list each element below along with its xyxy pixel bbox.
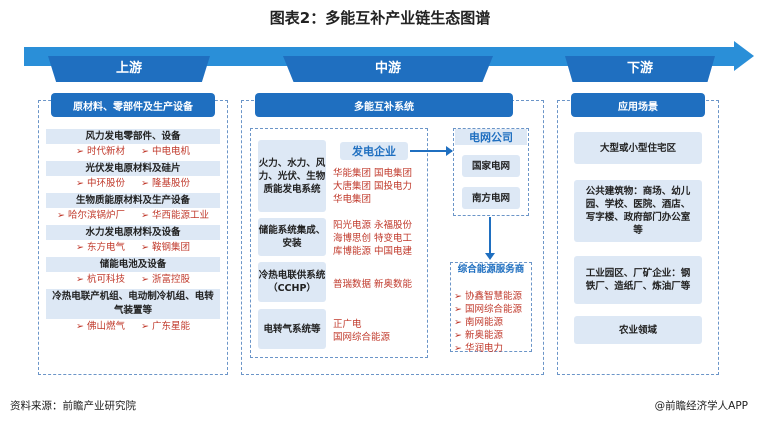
upstream-group-label: 冷热电联产机组、电动制冷机组、电转气装置等: [46, 289, 220, 319]
upstream-companies: ➢ 中环股份 ➢ 隆基股份: [46, 176, 220, 191]
company-item: ➢ 佛山燃气: [76, 321, 125, 332]
upstream-list: 风力发电零部件、设备 ➢ 时代新材 ➢ 中电电机 光伏发电原材料及硅片 ➢ 中环股…: [46, 129, 220, 334]
connector-arrow: [485, 253, 495, 260]
upstream-group-label: 水力发电原材料及设备: [46, 225, 220, 240]
system-companies: 普瑞数据 新奥数能: [333, 279, 413, 290]
stage-midstream: 中游: [283, 56, 493, 82]
upstream-group-label: 储能电池及设备: [46, 257, 220, 272]
upstream-group-label: 风力发电零部件、设备: [46, 129, 220, 144]
downstream-header: 应用场景: [571, 93, 705, 117]
connector-line: [489, 217, 491, 255]
service-item: ➢ 南网能源: [454, 317, 503, 328]
company-item: ➢ 鞍钢集团: [141, 242, 190, 253]
upstream-header: 原材料、零部件及生产设备: [51, 93, 215, 117]
system-box: 冷热电联供系统（CCHP）: [258, 262, 326, 302]
grid-company: 南方电网: [462, 187, 520, 209]
system-box: 储能系统集成、安装: [258, 218, 326, 256]
upstream-group-label: 光伏发电原材料及硅片: [46, 161, 220, 176]
company-item: ➢ 浙富控股: [141, 274, 190, 285]
service-item: ➢ 新奥能源: [454, 330, 503, 341]
company-item: ➢ 杭可科技: [76, 274, 125, 285]
service-title: 综合能源服务商: [457, 264, 525, 275]
system-box: 火力、水力、风力、光伏、生物质能发电系统: [258, 140, 326, 212]
chart-title: 图表2：多能互补产业链生态图谱: [269, 9, 491, 27]
system-companies: 正广电 国网综合能源: [333, 319, 391, 343]
stage-upstream: 上游: [48, 56, 210, 82]
upstream-companies: ➢ 佛山燃气 ➢ 广东星能: [46, 319, 220, 334]
service-group: [450, 262, 532, 352]
company-item: ➢ 中电电机: [141, 146, 190, 157]
company-item: ➢ 哈尔滨锅炉厂: [57, 210, 125, 221]
connector-line: [410, 150, 452, 152]
company-item: ➢ 华西能源工业: [141, 210, 209, 221]
system-box: 电转气系统等: [258, 309, 326, 349]
company-item: ➢ 广东星能: [141, 321, 190, 332]
upstream-companies: ➢ 时代新材 ➢ 中电电机: [46, 144, 220, 159]
power-gen-label: 发电企业: [340, 142, 408, 160]
system-companies: 华能集团 国电集团 大唐集团 国投电力 华电集团: [333, 168, 413, 205]
upstream-companies: ➢ 哈尔滨锅炉厂 ➢ 华西能源工业: [46, 208, 220, 223]
company-item: ➢ 中环股份: [76, 178, 125, 189]
service-list: ➢ 协鑫智慧能源 ➢ 国网综合能源 ➢ 南网能源 ➢ 新奥能源 ➢ 华润电力: [454, 290, 532, 355]
scenario-box: 工业园区、厂矿企业：钢铁厂、造纸厂、炼油厂等: [574, 256, 702, 304]
upstream-companies: ➢ 东方电气 ➢ 鞍钢集团: [46, 240, 220, 255]
grid-company: 国家电网: [462, 155, 520, 177]
connector-arrow: [446, 146, 453, 156]
grid-group: [453, 128, 529, 216]
source-note: 资料来源：前瞻产业研究院: [10, 400, 136, 412]
service-item: ➢ 国网综合能源: [454, 304, 522, 315]
brand-mark: @前瞻经济学人APP: [654, 400, 748, 412]
service-item: ➢ 华润电力: [454, 343, 503, 354]
company-item: ➢ 时代新材: [76, 146, 125, 157]
system-companies: 阳光电源 永福股份 海博思创 特变电工 库博能源 中国电建: [333, 220, 413, 257]
power-gen-group: [250, 128, 428, 358]
service-item: ➢ 协鑫智慧能源: [454, 291, 522, 302]
flow-arrow-head: [734, 41, 754, 71]
scenario-box: 大型或小型住宅区: [574, 132, 702, 164]
upstream-companies: ➢ 杭可科技 ➢ 浙富控股: [46, 272, 220, 287]
company-item: ➢ 隆基股份: [141, 178, 190, 189]
company-item: ➢ 东方电气: [76, 242, 125, 253]
upstream-group-label: 生物质能原材料及生产设备: [46, 193, 220, 208]
scenario-box: 农业领域: [574, 316, 702, 344]
scenario-box: 公共建筑物：商场、幼儿园、学校、医院、酒店、写字楼、政府部门办公室等: [574, 180, 702, 242]
stage-downstream: 下游: [565, 56, 715, 82]
grid-title: 电网公司: [455, 129, 527, 145]
midstream-header: 多能互补系统: [255, 93, 513, 117]
